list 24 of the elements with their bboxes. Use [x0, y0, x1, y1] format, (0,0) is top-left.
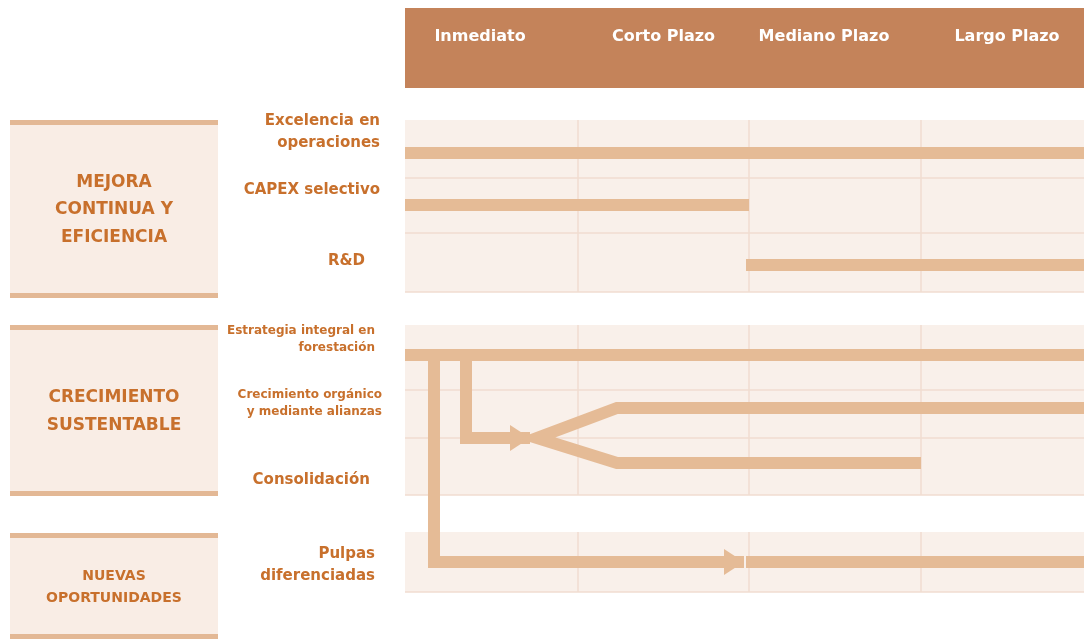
- timeline-bar: [746, 259, 1084, 271]
- category-title: NUEVAS OPORTUNIDADES: [45, 565, 183, 607]
- timeline-bar: [405, 199, 749, 211]
- timeline-bar: [746, 556, 1084, 568]
- row-label: Crecimiento orgánico y mediante alianzas: [236, 386, 382, 421]
- row-label: CAPEX selectivo: [242, 179, 380, 200]
- row-label: Pulpas diferenciadas: [259, 543, 375, 586]
- timeline-bar: [405, 349, 1084, 361]
- category-box: [10, 120, 218, 298]
- row-label: Estrategia integral en forestación: [225, 322, 375, 357]
- category-box: [10, 325, 218, 496]
- column-header: Inmediato: [433, 26, 527, 45]
- row-label: Excelencia en operaciones: [263, 110, 380, 153]
- timeline-bar: [405, 147, 1084, 159]
- column-header: Mediano Plazo: [757, 26, 891, 45]
- column-header: Largo Plazo: [953, 26, 1061, 45]
- row-label: R&D: [326, 250, 365, 271]
- column-header: Corto Plazo: [610, 26, 717, 45]
- arrow: [460, 361, 530, 451]
- category-title: CRECIMIENTO SUSTENTABLE: [45, 385, 183, 436]
- category-box: [10, 533, 218, 639]
- row-label: Consolidación: [251, 469, 370, 490]
- category-title: MEJORA CONTINUA Y EFICIENCIA: [54, 170, 174, 248]
- arrow: [428, 361, 744, 575]
